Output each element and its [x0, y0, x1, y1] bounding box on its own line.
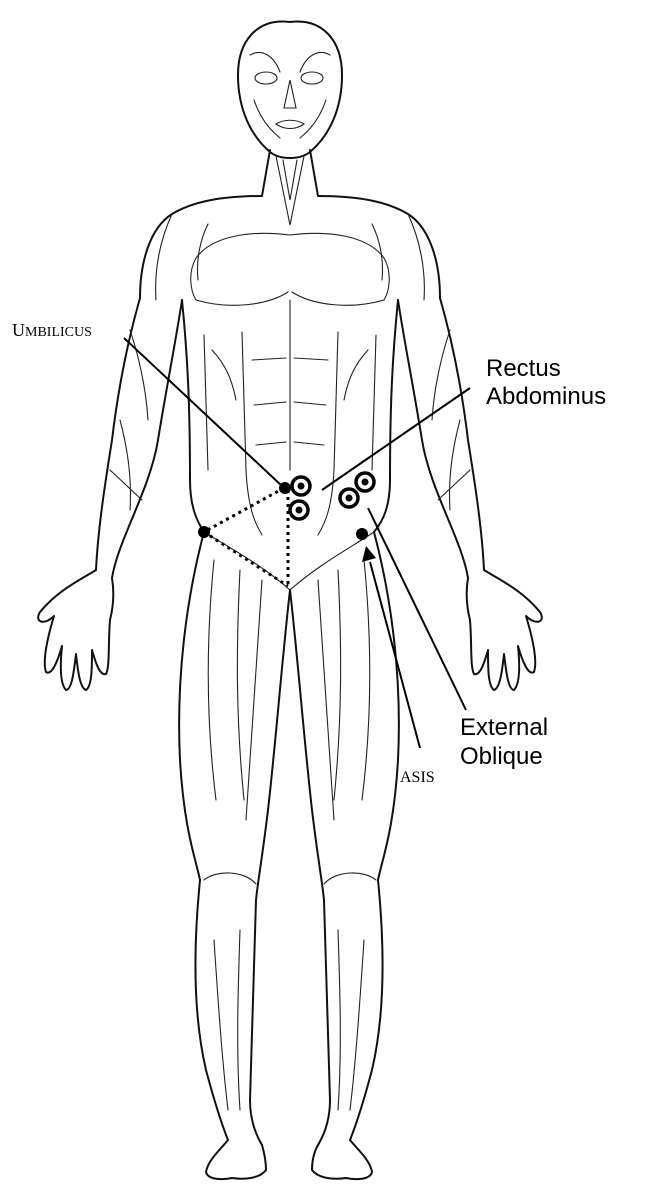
- electrode-icon: [292, 477, 310, 495]
- left-hand: [38, 570, 113, 690]
- external-oblique-label-line2: Oblique: [460, 743, 543, 770]
- rectus-abdominus-leader: [322, 388, 470, 490]
- left-leg-outline: [179, 532, 290, 1145]
- right-arm-outline: [398, 298, 484, 578]
- asis-leader: [370, 562, 420, 748]
- body-figure: [38, 22, 542, 1180]
- right-hand: [467, 570, 542, 690]
- electrode-icon: [356, 473, 374, 491]
- umbilicus-label-initial: U: [12, 320, 25, 340]
- left-asis-point: [198, 526, 210, 538]
- asis-label: ASIS: [400, 769, 435, 786]
- umbilicus-label-rest: MBILICUS: [25, 325, 92, 340]
- head-outline: [238, 22, 342, 158]
- electrode-icon: [290, 501, 308, 519]
- external-oblique-label-line1: External: [460, 714, 548, 741]
- left-foot: [206, 1140, 266, 1179]
- rectus-abdominus-label-line1: Rectus: [486, 355, 561, 382]
- right-foot: [312, 1140, 372, 1179]
- electrode-icon: [340, 489, 358, 507]
- asis-arrowhead: [362, 546, 376, 562]
- umbilicus-to-left-asis-line: [204, 488, 284, 532]
- leader-lines: [124, 338, 470, 748]
- right-asis-point: [356, 528, 368, 540]
- electrodes: [290, 473, 374, 519]
- rectus-abdominus-label-line2: Abdominus: [486, 383, 606, 410]
- right-eye: [301, 72, 323, 84]
- left-asis-to-pubis-line: [204, 532, 288, 586]
- left-arm-outline: [96, 298, 182, 578]
- left-eye: [255, 72, 277, 84]
- right-leg-outline: [290, 532, 399, 1145]
- umbilicus-label: UMBILICUS: [12, 320, 92, 340]
